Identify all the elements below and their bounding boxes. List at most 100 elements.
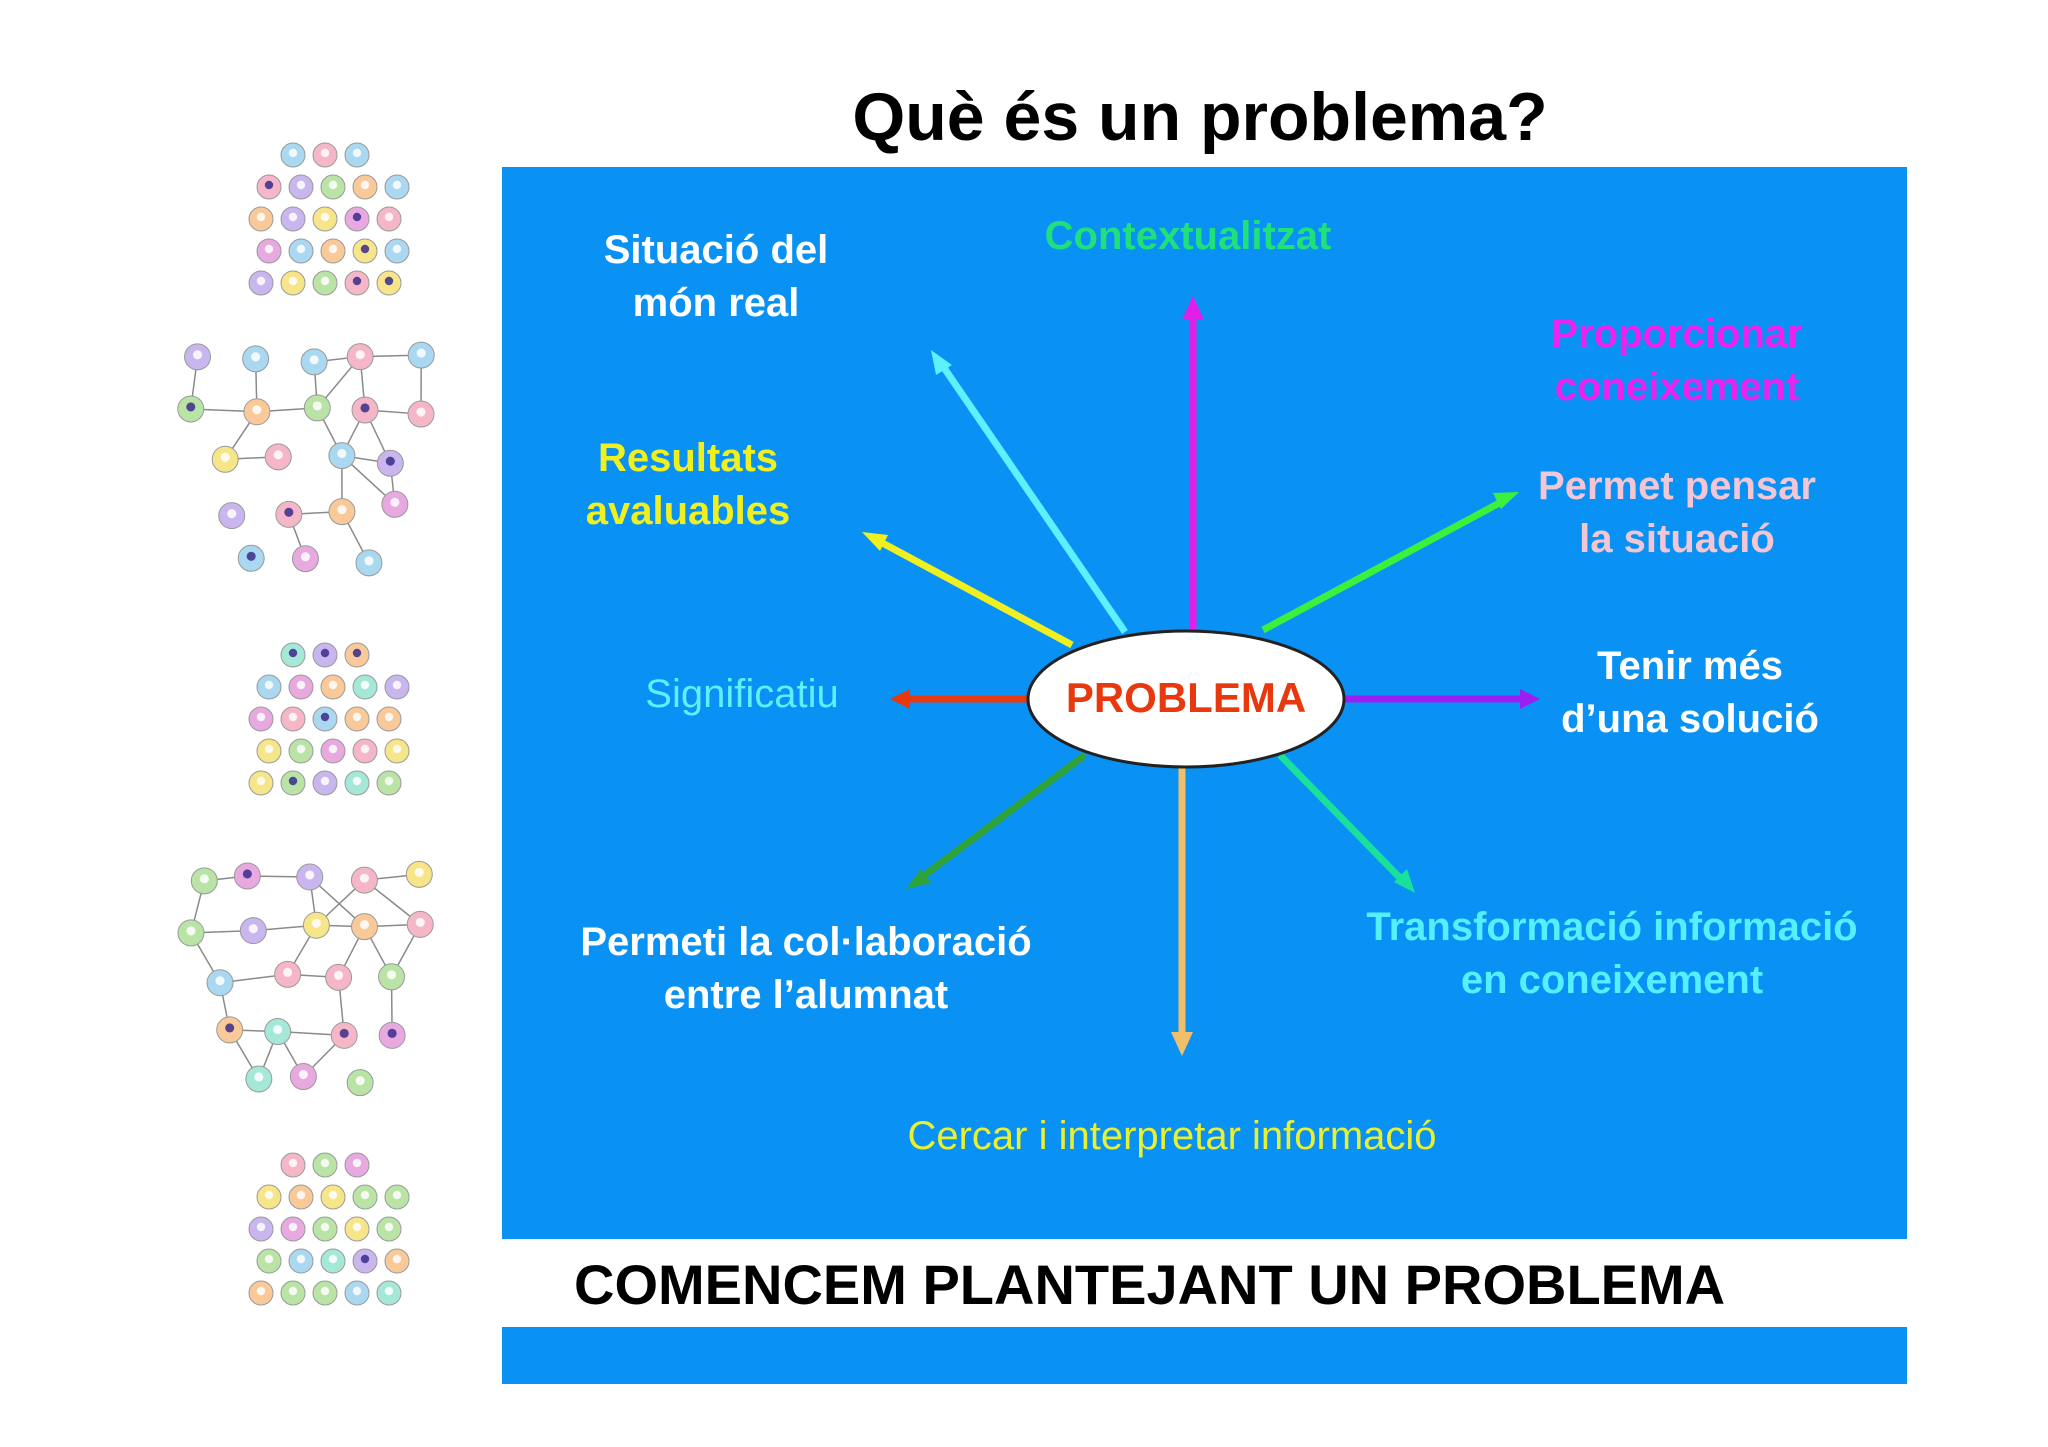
label-proporcionar-line2: coneixement <box>1554 365 1800 409</box>
center-ellipse <box>1026 629 1346 769</box>
student-face <box>392 1190 402 1200</box>
student-face <box>252 405 262 415</box>
label-cercar: Cercar i interpretar informació <box>907 1114 1437 1158</box>
student-face <box>288 1286 298 1296</box>
footer-band <box>502 1239 1907 1327</box>
student-face <box>227 509 237 519</box>
student-face <box>328 680 338 690</box>
student-face <box>392 180 402 190</box>
student-face <box>288 148 298 158</box>
student-face <box>359 873 369 883</box>
student-face <box>414 867 424 877</box>
label-transformacio-line2: en coneixement <box>1460 958 1764 1002</box>
label-tenir: Tenir més d’una solució <box>1561 640 1819 746</box>
student-face <box>320 1286 330 1296</box>
center-label: PROBLEMA <box>1065 674 1307 721</box>
student-face <box>288 776 298 786</box>
student-face <box>360 680 370 690</box>
label-permeti: Permeti la col·laboració entre l’alumnat <box>580 916 1031 1022</box>
student-face <box>416 348 426 358</box>
student-face <box>360 244 370 254</box>
student-face <box>352 648 362 658</box>
student-face <box>390 497 400 507</box>
student-face <box>320 776 330 786</box>
student-face <box>352 776 362 786</box>
student-face <box>392 680 402 690</box>
student-face <box>283 967 293 977</box>
student-face <box>352 1286 362 1296</box>
label-tenir-line1: Tenir més <box>1596 644 1783 688</box>
student-face <box>256 276 266 286</box>
arrow-cercar <box>1171 768 1193 1056</box>
student-face <box>288 712 298 722</box>
student-face <box>360 1254 370 1264</box>
student-face <box>296 680 306 690</box>
student-face <box>296 1190 306 1200</box>
student-face <box>309 355 319 365</box>
student-face <box>225 1023 235 1033</box>
student-face <box>320 648 330 658</box>
student-face <box>352 712 362 722</box>
arrow-tenir <box>1345 689 1540 709</box>
page-title: Què és un problema? <box>852 79 1548 155</box>
student-face <box>320 1222 330 1232</box>
student-face <box>337 449 347 459</box>
student-face <box>273 1024 283 1035</box>
label-transformacio-line1: Transformació informació <box>1366 905 1858 949</box>
student-face <box>264 744 274 754</box>
student-face <box>320 1158 330 1168</box>
student-face <box>296 244 306 254</box>
student-face <box>284 507 294 517</box>
student-face <box>384 1286 394 1296</box>
student-face <box>215 976 225 986</box>
student-face <box>254 1072 264 1082</box>
student-face <box>385 456 395 466</box>
label-transformacio: Transformació informació en coneixement <box>1366 901 1857 1007</box>
label-situacio-line1: Situació del <box>603 228 829 272</box>
student-face <box>328 1190 338 1200</box>
label-permeti-line1: Permeti la col·laboració <box>580 920 1032 964</box>
student-face <box>352 276 362 286</box>
student-face <box>288 212 298 222</box>
student-face <box>320 212 330 222</box>
footer-blue-bar <box>502 1327 1907 1384</box>
arrow-significatiu <box>890 689 1028 709</box>
student-face <box>220 452 230 462</box>
student-face <box>246 551 256 561</box>
student-face <box>296 180 306 190</box>
student-face <box>334 970 344 980</box>
student-face <box>288 1222 298 1232</box>
student-face <box>300 552 310 562</box>
student-face <box>415 917 425 927</box>
student-face <box>312 401 322 411</box>
student-face <box>248 924 258 934</box>
student-face <box>352 148 362 158</box>
student-face <box>256 212 266 222</box>
student-face <box>256 712 266 722</box>
student-face <box>256 1286 266 1296</box>
student-face <box>339 1028 349 1038</box>
student-face <box>384 276 394 286</box>
student-face <box>384 1222 394 1232</box>
arrow-permeti <box>906 752 1088 889</box>
student-face <box>264 1254 274 1264</box>
label-resultats-line1: Resultats <box>597 436 779 480</box>
student-face <box>192 350 203 360</box>
label-situacio: Situació del món real <box>604 224 829 330</box>
student-face <box>298 1069 308 1080</box>
student-face <box>359 920 370 930</box>
student-face <box>364 556 374 566</box>
student-face <box>264 244 274 254</box>
student-face <box>416 407 426 417</box>
student-face <box>186 402 196 412</box>
student-face <box>337 505 347 515</box>
student-face <box>392 1254 402 1264</box>
label-permet-pensar: Permet pensar la situació <box>1538 460 1816 566</box>
student-face <box>242 869 252 879</box>
student-face <box>199 874 209 884</box>
label-contextualitzat: Contextualitzat <box>1044 214 1332 258</box>
arrow-permet-pensar <box>1261 492 1519 634</box>
student-face <box>264 1190 274 1200</box>
student-face <box>288 276 298 286</box>
